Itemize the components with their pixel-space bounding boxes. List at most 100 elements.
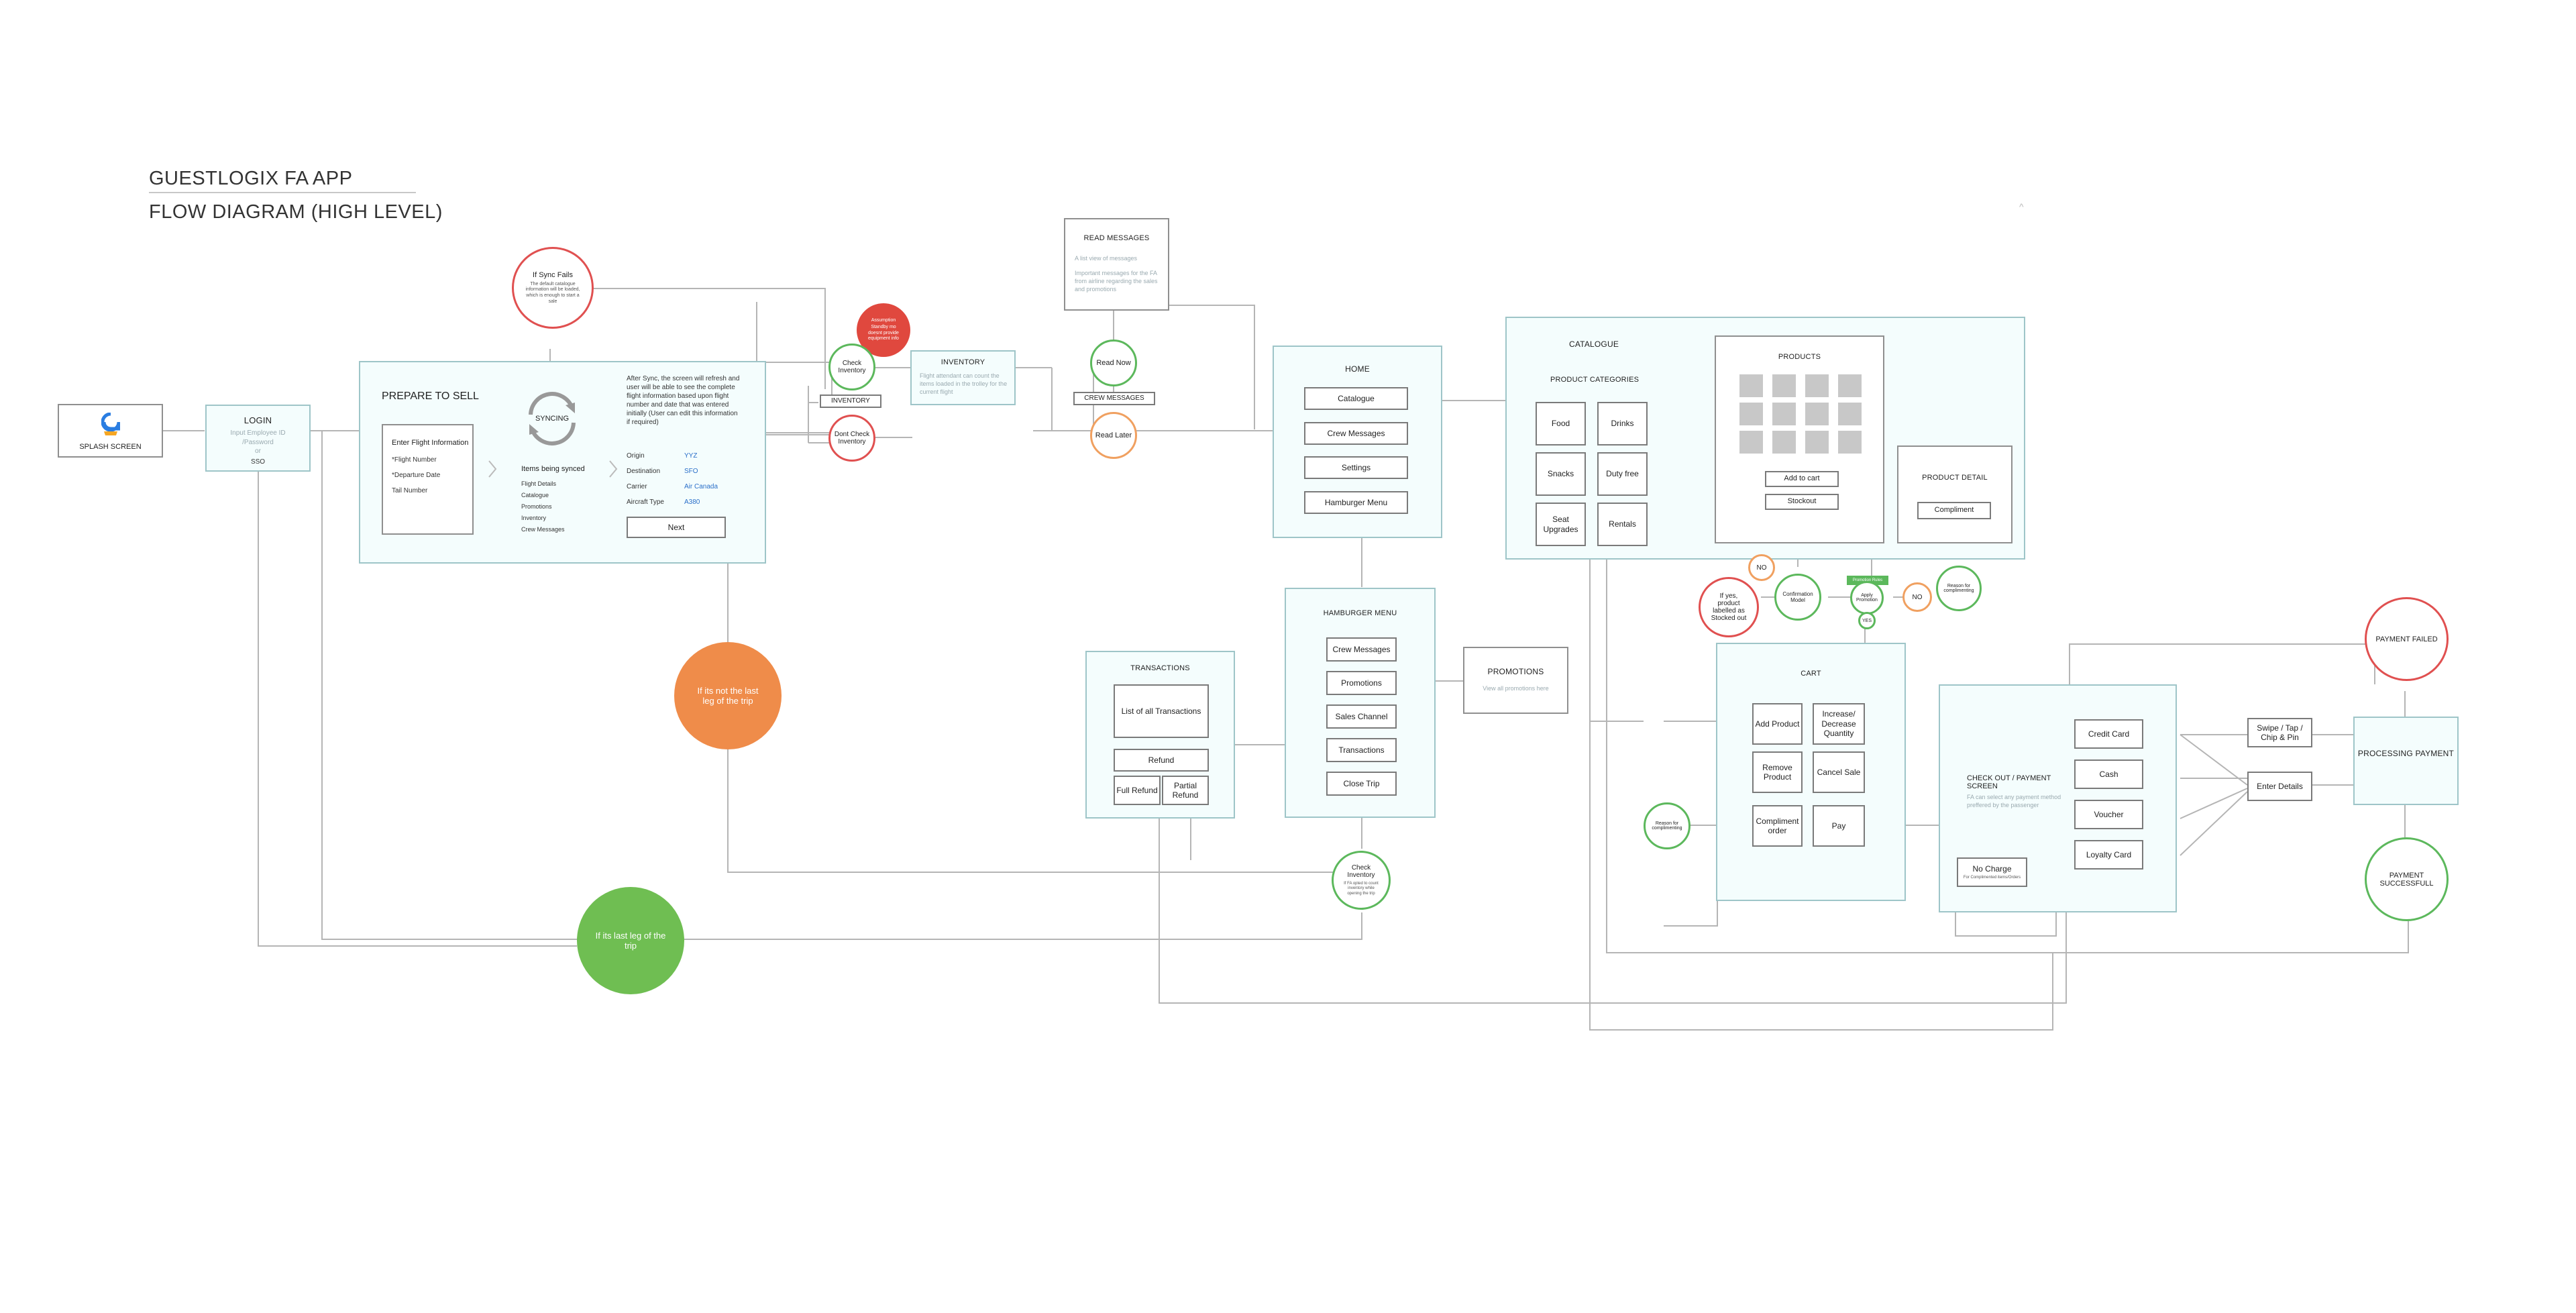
catalogue-button[interactable]: Catalogue <box>1304 387 1408 410</box>
not-last-leg-node: If its not the last leg of the trip <box>674 642 782 749</box>
product-thumbnail[interactable] <box>1739 374 1763 397</box>
processing-label: PROCESSING PAYMENT <box>2357 749 2455 758</box>
refund-button[interactable]: Refund <box>1114 749 1209 772</box>
read-later-node[interactable]: Read Later <box>1090 412 1137 459</box>
category-rentals[interactable]: Rentals <box>1597 503 1648 546</box>
no-charge-button[interactable]: No Charge For Complimented items/Orders <box>1957 857 2027 887</box>
checkout-screen[interactable]: CHECK OUT / PAYMENT SCREEN FA can select… <box>1939 684 2177 912</box>
read-now-node[interactable]: Read Now <box>1090 339 1137 386</box>
title-divider <box>149 192 416 193</box>
splash-screen[interactable]: SPLASH SCREEN <box>58 404 163 458</box>
chevron-right-icon <box>608 460 618 478</box>
hamburger-menu-button[interactable]: Hamburger Menu <box>1304 491 1408 514</box>
promotions-button[interactable]: Promotions <box>1326 671 1397 695</box>
full-refund-button[interactable]: Full Refund <box>1114 776 1161 805</box>
credit-card-button[interactable]: Credit Card <box>2074 719 2143 749</box>
pay-button[interactable]: Pay <box>1813 805 1865 847</box>
remove-product-button[interactable]: Remove Product <box>1752 751 1803 793</box>
voucher-button[interactable]: Voucher <box>2074 800 2143 829</box>
category-drinks[interactable]: Drinks <box>1597 402 1648 445</box>
products-panel[interactable]: PRODUCTS Add to cart Stockout <box>1715 335 1884 543</box>
sync-fails-node: If Sync Fails The default catalogue info… <box>512 247 594 329</box>
product-detail-panel[interactable]: PRODUCT DETAIL Compliment <box>1897 445 2012 543</box>
flight-info-form[interactable]: Enter Flight Information *Flight Number … <box>382 424 474 535</box>
loyalty-card-button[interactable]: Loyalty Card <box>2074 840 2143 870</box>
category-seat-upgrades[interactable]: Seat Upgrades <box>1536 503 1586 546</box>
field-departure-date[interactable]: *Departure Date <box>392 472 441 479</box>
transactions-list[interactable]: List of all Transactions <box>1114 684 1209 738</box>
swipe-tap-chip-button[interactable]: Swipe / Tap / Chip & Pin <box>2247 718 2312 747</box>
no-charge-label: No Charge <box>1972 863 2012 874</box>
product-thumbnail[interactable] <box>1838 431 1862 454</box>
reason-complimenting-node[interactable]: Reason for complimenting <box>1936 566 1982 611</box>
inventory-button[interactable]: INVENTORY <box>820 395 881 408</box>
enter-details-button[interactable]: Enter Details <box>2247 772 2312 801</box>
product-thumbnail[interactable] <box>1739 403 1763 425</box>
prepare-to-sell-screen[interactable]: PREPARE TO SELL Enter Flight Information… <box>359 361 766 564</box>
product-thumbnail[interactable] <box>1838 403 1862 425</box>
no-node: NO <box>1902 582 1932 612</box>
splash-label: SPLASH SCREEN <box>79 443 142 451</box>
login-screen[interactable]: LOGIN Input Employee ID /Password or SSO <box>205 405 311 472</box>
confirmation-model-node[interactable]: Confirmation Model <box>1774 574 1821 621</box>
login-line-2: /Password <box>242 438 274 446</box>
product-thumbnail[interactable] <box>1805 403 1829 425</box>
crew-messages-button[interactable]: Crew Messages <box>1304 422 1408 445</box>
product-thumbnail[interactable] <box>1805 374 1829 397</box>
product-thumbnail[interactable] <box>1772 431 1796 454</box>
product-thumbnail[interactable] <box>1739 431 1763 454</box>
check-inventory-close-node[interactable]: Check Inventory If FA opted to count inv… <box>1332 851 1391 910</box>
transactions-screen[interactable]: TRANSACTIONS List of all Transactions Re… <box>1085 651 1235 819</box>
check-inventory-node[interactable]: Check Inventory <box>828 344 875 390</box>
cancel-sale-button[interactable]: Cancel Sale <box>1813 751 1865 793</box>
home-screen[interactable]: HOME Catalogue Crew Messages Settings Ha… <box>1273 346 1442 538</box>
processing-payment-screen: PROCESSING PAYMENT <box>2353 717 2459 805</box>
check-inventory-close-title: Check Inventory <box>1347 864 1375 880</box>
transactions-button[interactable]: Transactions <box>1326 738 1397 762</box>
not-last-leg-label: If its not the last leg of the trip <box>697 686 759 706</box>
inventory-screen[interactable]: INVENTORY Flight attendant can count the… <box>910 350 1016 405</box>
check-inventory-close-text: If FA opted to count inventory while ope… <box>1344 882 1379 896</box>
login-title: LOGIN <box>244 415 272 425</box>
hamburger-menu-screen[interactable]: HAMBURGER MENU Crew Messages Promotions … <box>1285 588 1436 818</box>
crew-messages-button[interactable]: Crew Messages <box>1326 637 1397 662</box>
reason-complimenting-node[interactable]: Reason for complimenting <box>1644 802 1690 849</box>
field-tail-number[interactable]: Tail Number <box>392 487 428 494</box>
cash-button[interactable]: Cash <box>2074 759 2143 789</box>
category-food[interactable]: Food <box>1536 402 1586 445</box>
product-thumbnail[interactable] <box>1805 431 1829 454</box>
promotion-rules-badge: Promotion Rules <box>1847 576 1888 585</box>
product-thumbnail[interactable] <box>1772 374 1796 397</box>
settings-button[interactable]: Settings <box>1304 456 1408 479</box>
no-label: NO <box>1912 593 1923 601</box>
dont-check-inventory-node[interactable]: Dont Check Inventory <box>828 415 875 462</box>
close-trip-button[interactable]: Close Trip <box>1326 772 1397 796</box>
read-messages-screen[interactable]: READ MESSAGES A list view of messages Im… <box>1064 218 1169 311</box>
catalogue-screen[interactable]: CATALOGUE PRODUCT CATEGORIES Food Drinks… <box>1505 317 2025 560</box>
quantity-button[interactable]: Increase/ Decrease Quantity <box>1813 703 1865 745</box>
compliment-order-button[interactable]: Compliment order <box>1752 805 1803 847</box>
read-messages-line-1: A list view of messages <box>1075 255 1138 262</box>
cart-screen[interactable]: CART Add Product Increase/ Decrease Quan… <box>1716 643 1906 901</box>
read-now-label: Read Now <box>1096 359 1131 367</box>
next-button[interactable]: Next <box>627 517 726 538</box>
category-duty-free[interactable]: Duty free <box>1597 452 1648 496</box>
product-thumbnail[interactable] <box>1772 403 1796 425</box>
checkout-text: FA can select any payment method preffer… <box>1967 794 2061 809</box>
hamburger-title: HAMBURGER MENU <box>1323 609 1397 617</box>
add-product-button[interactable]: Add Product <box>1752 703 1803 745</box>
compliment-button[interactable]: Compliment <box>1917 502 1991 519</box>
stockout-button[interactable]: Stockout <box>1765 494 1839 510</box>
assumption-text: Standby mo doesnt provide equipment info <box>868 325 899 342</box>
apply-promotion-node[interactable]: Apply Promotion <box>1850 581 1884 615</box>
promotions-screen[interactable]: PROMOTIONS View all promotions here <box>1463 647 1568 714</box>
sales-channel-button[interactable]: Sales Channel <box>1326 704 1397 729</box>
collapse-icon[interactable]: ^ <box>2019 201 2024 212</box>
field-flight-number[interactable]: *Flight Number <box>392 456 437 464</box>
add-to-cart-button[interactable]: Add to cart <box>1765 471 1839 487</box>
category-snacks[interactable]: Snacks <box>1536 452 1586 496</box>
product-thumbnail[interactable] <box>1838 374 1862 397</box>
crew-messages-button[interactable]: CREW MESSAGES <box>1073 392 1155 405</box>
partial-refund-button[interactable]: Partial Refund <box>1162 776 1209 805</box>
